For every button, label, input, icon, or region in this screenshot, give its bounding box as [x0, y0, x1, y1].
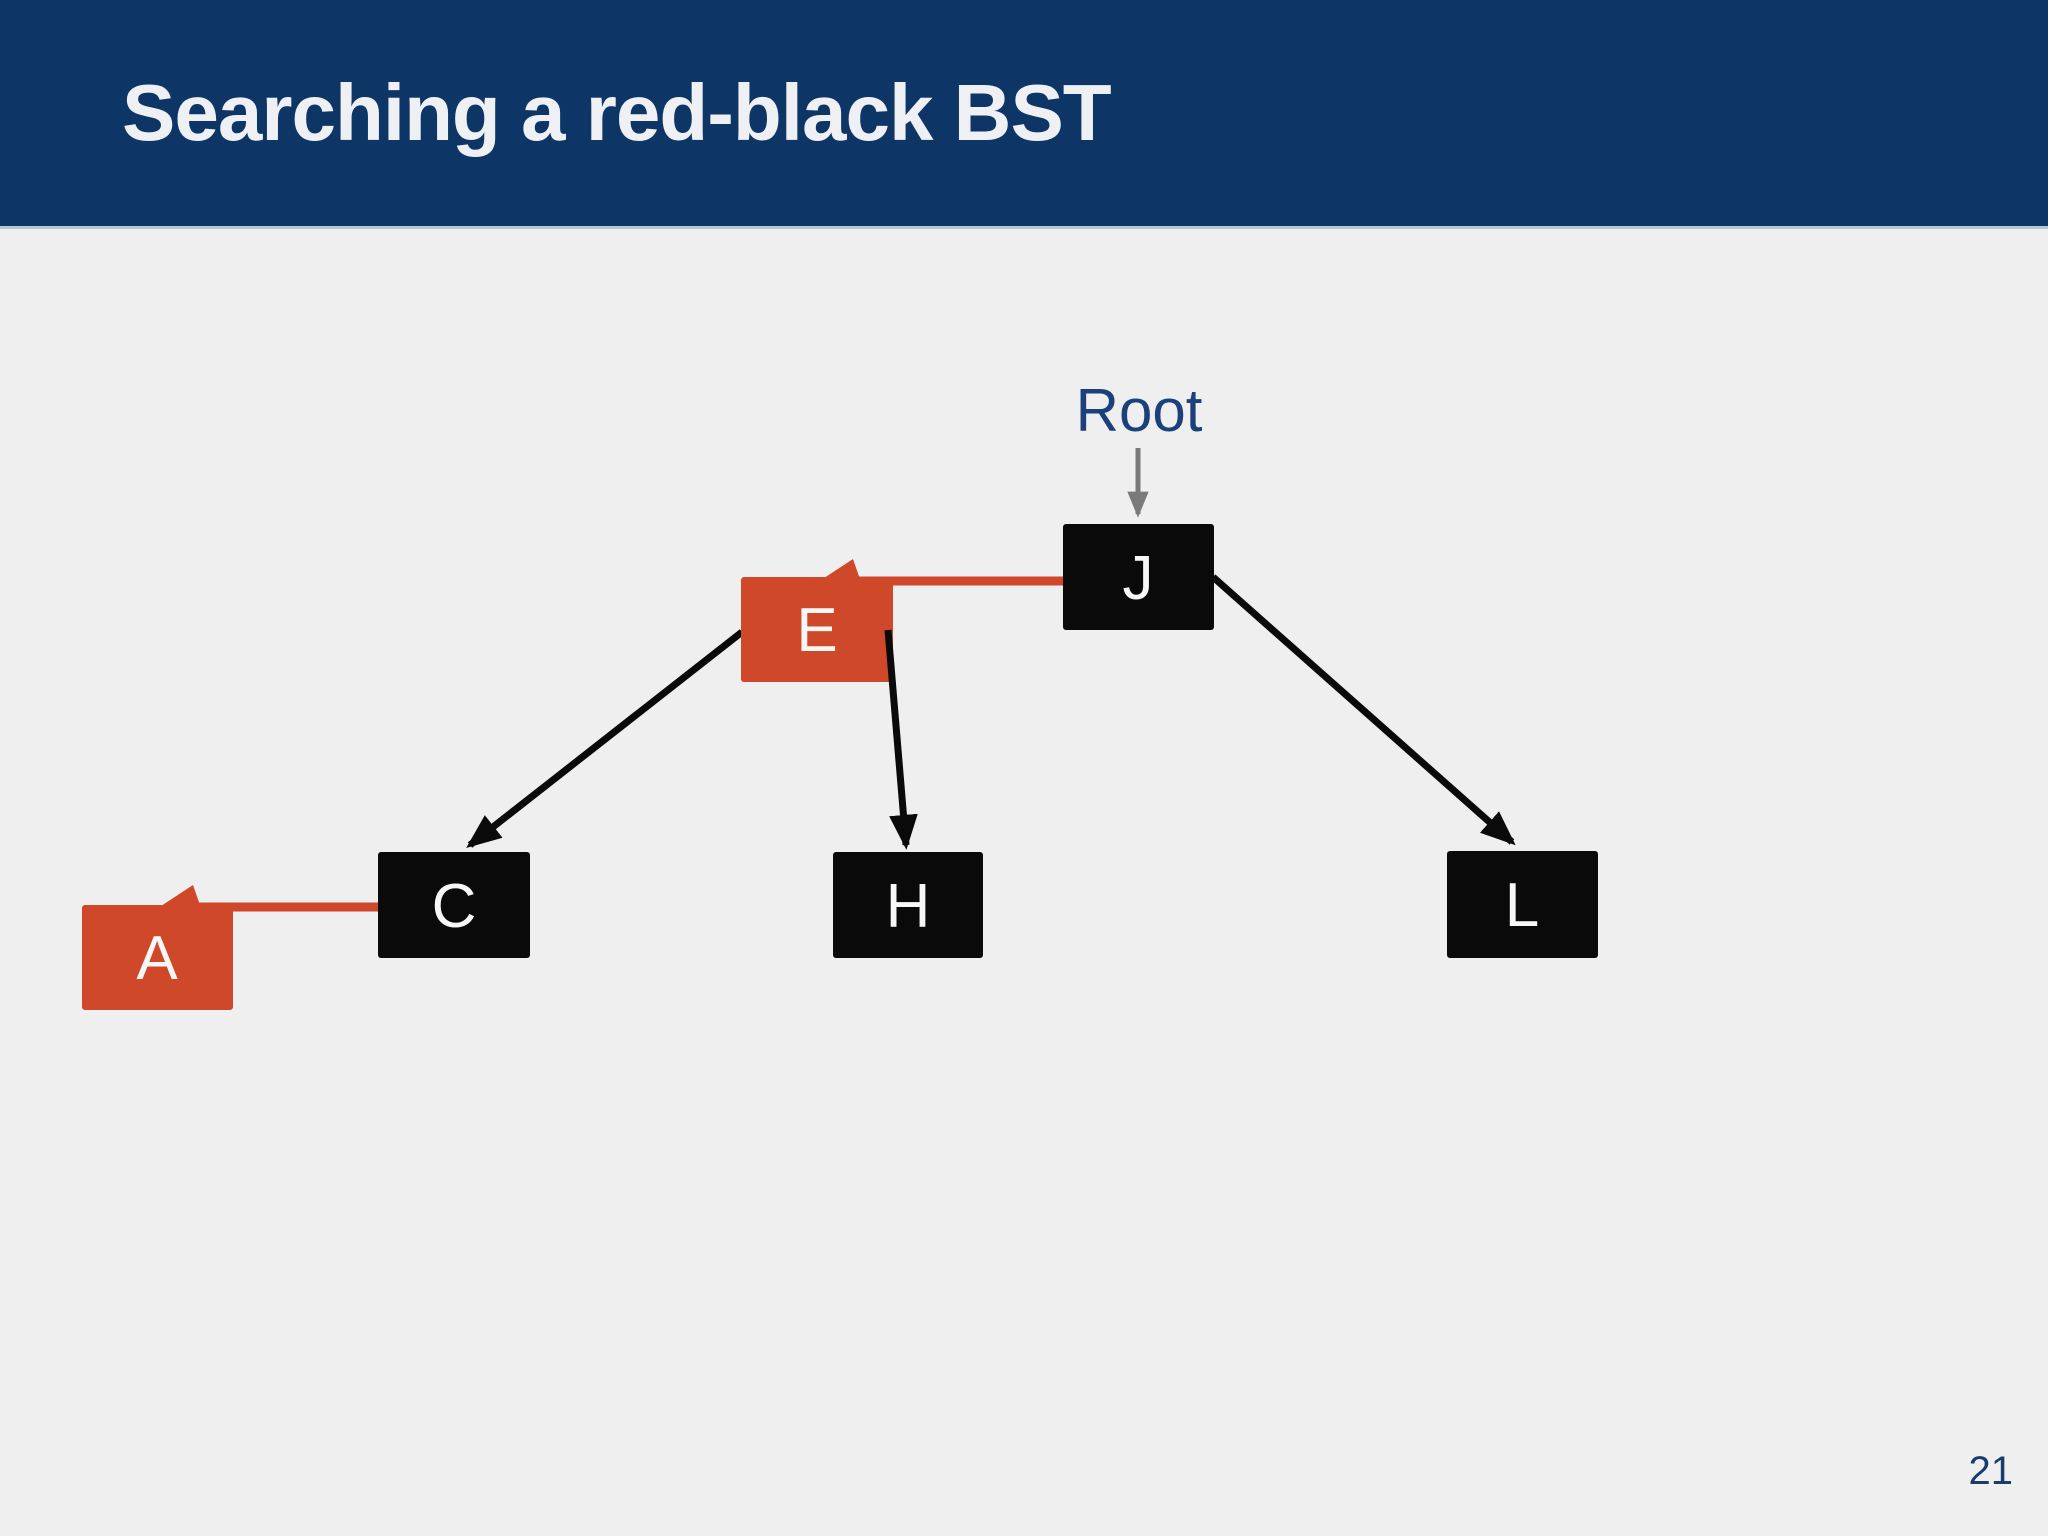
node-c-box: [378, 852, 530, 958]
black-link-j-to-l: [1210, 574, 1516, 846]
black-link-e-to-c: [466, 629, 745, 849]
red-link-arrowhead-e-icon: [818, 559, 861, 582]
node-l-box: [1447, 851, 1598, 958]
node-e-label: E: [796, 596, 837, 665]
node-e-box: [741, 577, 893, 682]
node-h-label: H: [886, 872, 931, 941]
node-a-label: A: [136, 924, 178, 993]
node-j-box: [1063, 524, 1214, 630]
slide-title: Searching a red-black BST: [122, 68, 1112, 157]
node-j-label: J: [1123, 544, 1154, 613]
node-c-label: C: [432, 872, 477, 941]
black-link-e-to-h: [884, 629, 918, 850]
node-a-box: [82, 905, 233, 1010]
node-l-label: L: [1505, 871, 1539, 940]
red-link-arrowhead-a-icon: [158, 885, 201, 908]
page-number: 21: [1968, 1449, 2014, 1493]
root-label: Root: [1076, 377, 1203, 444]
slide-header-bar: Searching a red-black BST: [0, 0, 2048, 229]
node-h-box: [833, 852, 983, 958]
